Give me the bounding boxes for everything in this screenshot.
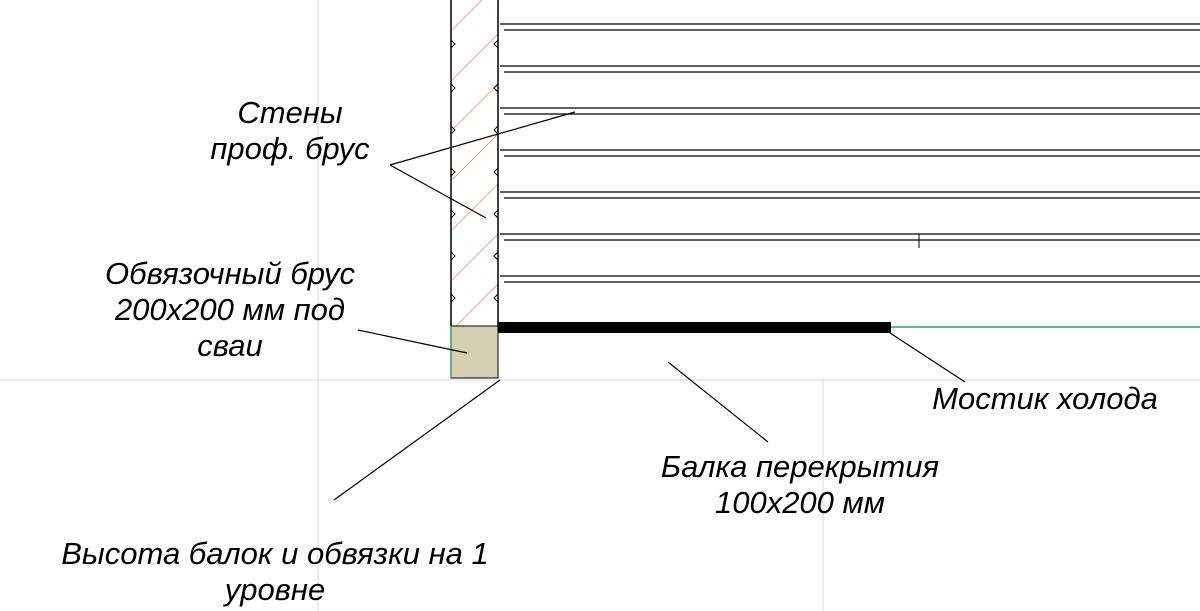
walls-label-line1: Стены — [237, 95, 343, 130]
joist-leader — [667, 361, 769, 443]
sill-beam-label-line3: сваи — [197, 328, 263, 363]
walls-label-line2: проф. брус — [210, 131, 370, 166]
wall-elevation-courses — [500, 23, 1200, 283]
wall-section — [450, 0, 499, 326]
timber-course — [500, 149, 1200, 157]
floor-joist-label: Балка перекрытия 100х200 мм — [620, 449, 980, 521]
timber-course — [500, 65, 1200, 73]
floor-joist-label-line2: 100х200 мм — [714, 485, 886, 520]
level-note-label: Высота балок и обвязки на 1 уровне — [20, 536, 530, 608]
cold-bridge-leader — [889, 332, 966, 383]
walls-label: Стены проф. брус — [160, 95, 420, 167]
timber-course — [500, 191, 1200, 199]
sill-beam-label-line1: Обвязочный брус — [105, 256, 355, 291]
timber-course — [500, 233, 1200, 241]
floor-joist-bar — [498, 322, 891, 333]
sill-beam-label: Обвязочный брус 200х200 мм под сваи — [60, 256, 400, 364]
level-leader — [333, 379, 501, 501]
cold-bridge-label: Мостик холода — [900, 381, 1190, 417]
floor-joist-label-line1: Балка перекрытия — [660, 449, 940, 484]
sill-beam-label-line2: 200х200 мм под — [114, 292, 346, 327]
sill-beam — [450, 325, 499, 379]
timber-course — [500, 275, 1200, 283]
level-note-label-line1: Высота балок и обвязки на 1 — [61, 536, 489, 571]
walls-leader-1 — [389, 111, 576, 166]
level-note-label-line2: уровне — [224, 572, 326, 607]
timber-course — [500, 107, 1200, 115]
wall-hatch — [452, 0, 498, 326]
wall-tongue-notches — [450, 39, 499, 303]
sill-leader — [357, 329, 468, 354]
cold-bridge-label-line1: Мостик холода — [932, 381, 1158, 416]
timber-course — [500, 23, 1200, 31]
leader-lines — [333, 111, 966, 501]
walls-leader-2 — [389, 164, 487, 219]
